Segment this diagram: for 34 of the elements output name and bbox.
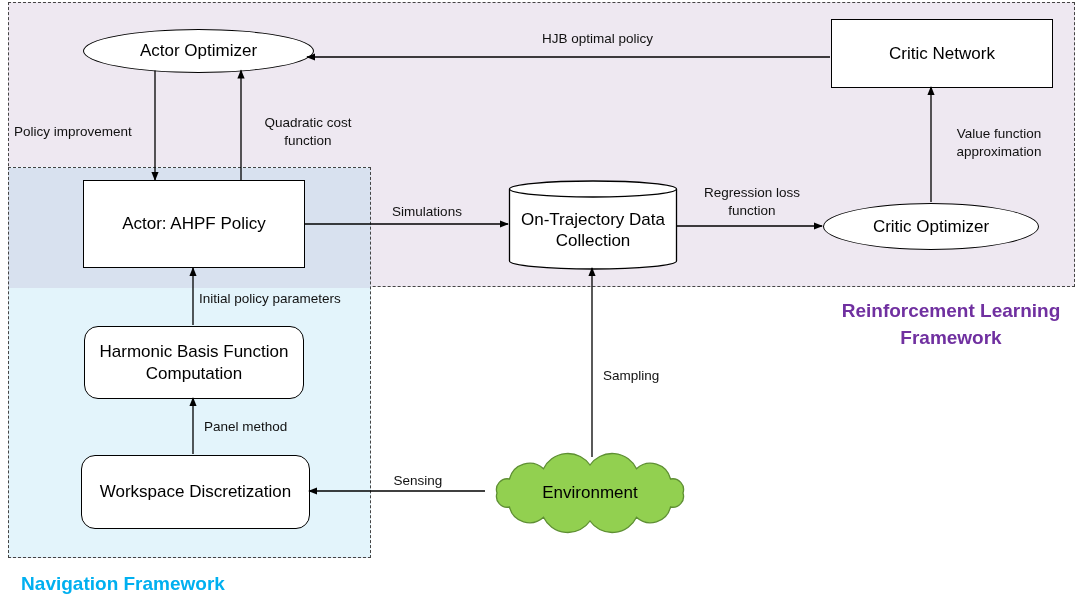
node-label: Critic Network <box>889 42 995 65</box>
node-label: Harmonic Basis Function Computation <box>98 341 290 384</box>
node-label: Critic Optimizer <box>872 215 990 238</box>
edge-label: Sensing <box>392 472 444 490</box>
node-label: Workspace Discretization <box>99 481 292 503</box>
arrow <box>237 69 245 181</box>
edge-label: Regression loss function <box>702 184 801 220</box>
network-box <box>831 19 1053 88</box>
arrow <box>306 53 831 61</box>
arrow <box>189 267 197 326</box>
arrow <box>927 86 935 203</box>
edge-label: Sampling <box>603 367 661 385</box>
process-box <box>81 455 310 529</box>
policy-box <box>83 180 305 268</box>
edge-label: HJB optimal policy <box>540 30 654 48</box>
arrow <box>588 267 596 458</box>
process-box <box>84 326 304 399</box>
region-title: Reinforcement Learning Framework <box>840 299 1062 350</box>
arrow <box>308 487 486 495</box>
edge-label: Policy improvement <box>14 123 133 141</box>
region-title: Navigation Framework <box>20 572 226 596</box>
edge-label: Simulations <box>391 203 463 221</box>
arrow <box>675 222 823 230</box>
edge-label: Panel method <box>204 418 289 436</box>
node-label: Environment <box>542 482 638 504</box>
edge-label: Value function approximation <box>955 125 1043 161</box>
arrow <box>304 220 509 228</box>
arrow <box>151 69 159 181</box>
edge-label: Quadratic cost function <box>263 114 353 150</box>
arrow <box>189 397 197 455</box>
node-label: On-Trajectory Data Collection <box>520 208 666 252</box>
edge-label: Initial policy parameters <box>199 290 342 308</box>
node-label: Actor: AHPF Policy <box>122 213 266 235</box>
node-label: Actor Optimizer <box>139 40 258 62</box>
